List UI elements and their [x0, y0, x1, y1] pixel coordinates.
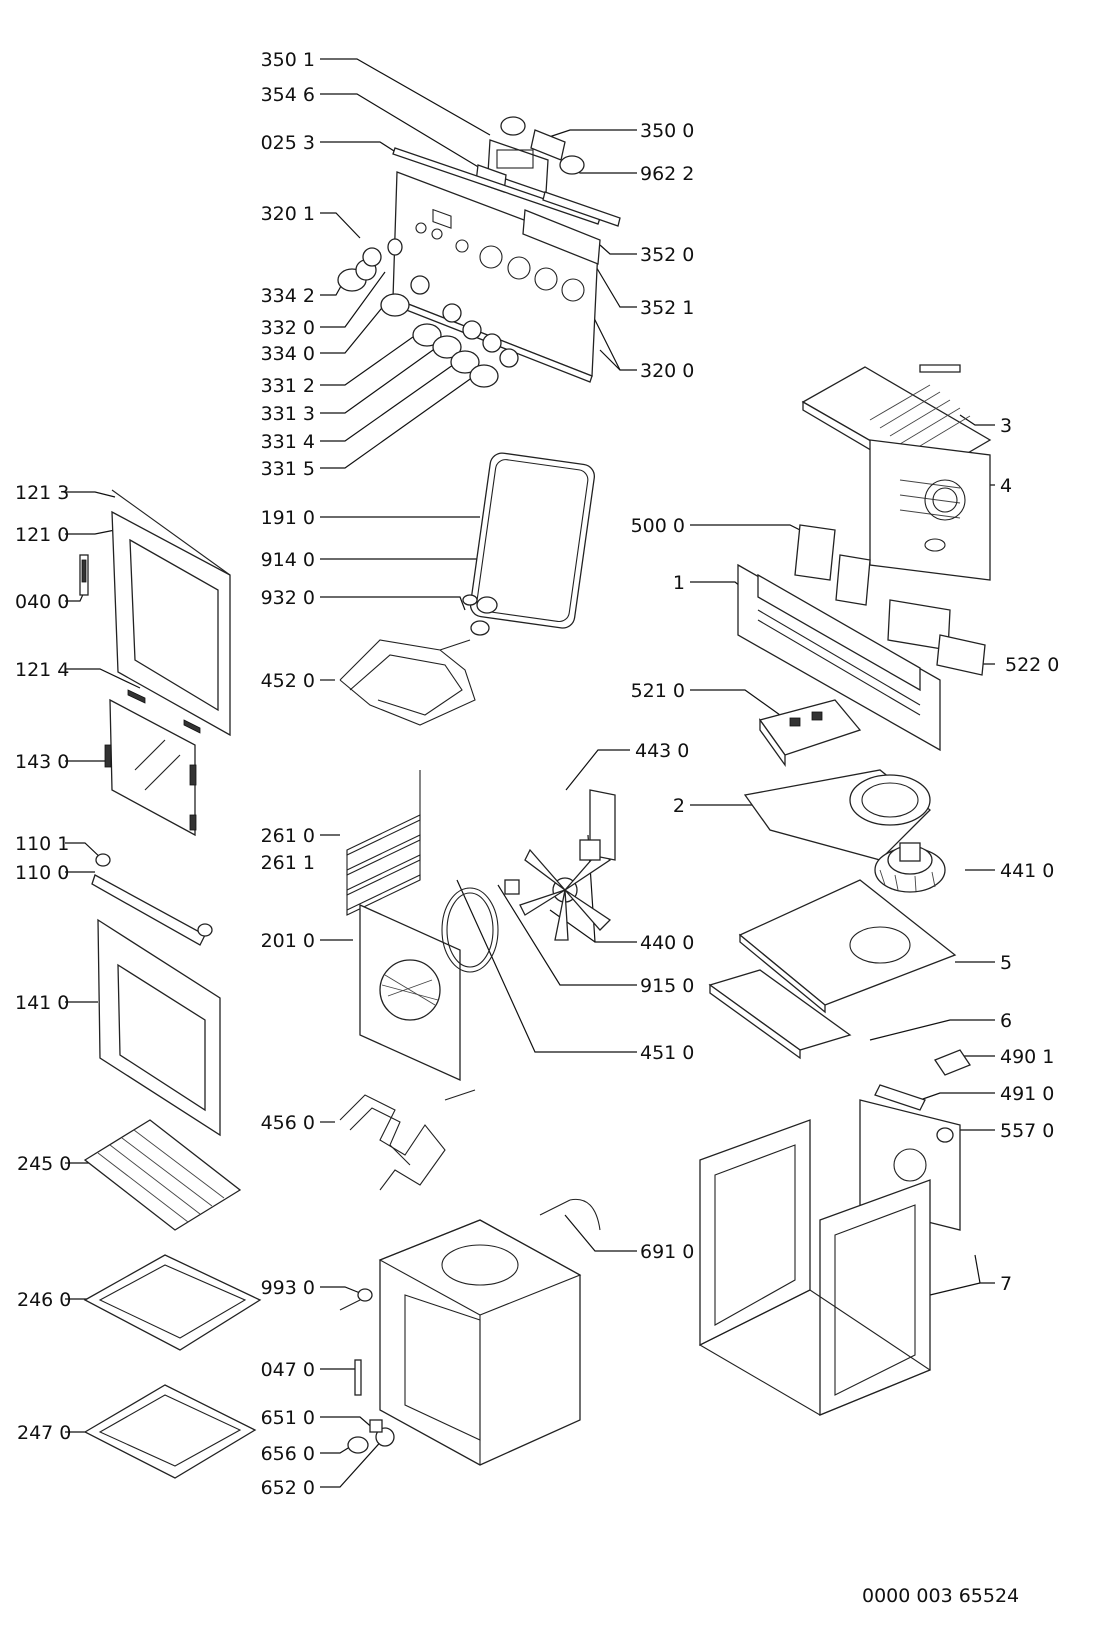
label-331-4: 331 4: [261, 431, 315, 453]
label-656-0: 656 0: [261, 1443, 315, 1465]
label-522-0: 522 0: [1005, 654, 1059, 676]
fan-cover: [359, 903, 461, 1082]
label-331-5: 331 5: [261, 458, 315, 480]
label-456-0: 456 0: [261, 1112, 315, 1134]
grill-element: [339, 639, 476, 726]
label-320-1: 320 1: [261, 203, 315, 225]
label-320-0: 320 0: [640, 360, 694, 382]
label-246-0: 246 0: [17, 1289, 71, 1311]
label-452-0: 452 0: [261, 670, 315, 692]
label-354-6: 354 6: [261, 84, 315, 106]
label-261-1: 261 1: [261, 852, 315, 874]
housing-sides: [698, 1119, 932, 1416]
panel-rail: [392, 147, 621, 265]
label-110-1: 110 1: [15, 833, 69, 855]
wire-shelf: [83, 1119, 242, 1231]
display-module: [475, 116, 585, 194]
frame-rail: [737, 563, 941, 752]
label-2: 2: [673, 795, 685, 817]
label-247-0: 247 0: [17, 1422, 71, 1444]
label-121-4: 121 4: [15, 659, 69, 681]
label-490-1: 490 1: [1000, 1046, 1054, 1068]
cooling-fan: [874, 842, 946, 893]
label-332-0: 332 0: [261, 317, 315, 339]
label-331-3: 331 3: [261, 403, 315, 425]
label-691-0: 691 0: [640, 1241, 694, 1263]
label-651-0: 651 0: [261, 1407, 315, 1429]
label-191-0: 191 0: [261, 507, 315, 529]
heater-spacers: [462, 594, 498, 636]
outer-door-glass: [97, 918, 221, 1137]
label-557-0: 557 0: [1000, 1120, 1054, 1142]
label-915-0: 915 0: [640, 975, 694, 997]
label-491-0: 491 0: [1000, 1083, 1054, 1105]
label-352-0: 352 0: [640, 244, 694, 266]
lower-element: [339, 1089, 476, 1191]
shelf-supports: [346, 770, 421, 916]
door-handle: [91, 853, 213, 946]
label-047-0: 047 0: [261, 1359, 315, 1381]
circular-element: [441, 887, 499, 973]
label-440-0: 440 0: [640, 932, 694, 954]
label-334-0: 334 0: [261, 343, 315, 365]
lamp-parts: [339, 1288, 395, 1454]
fan-duct: [743, 769, 931, 861]
label-932-0: 932 0: [261, 587, 315, 609]
footer-code: 0000 003 65524: [862, 1585, 1019, 1607]
door-seal: [469, 452, 595, 629]
fan-blade: [519, 848, 612, 941]
fan-nut: [504, 879, 520, 895]
label-350-0: 350 0: [640, 120, 694, 142]
label-143-0: 143 0: [15, 751, 69, 773]
inner-glass: [104, 698, 197, 837]
rear-panel: [869, 439, 991, 581]
label-7: 7: [1000, 1273, 1012, 1295]
label-914-0: 914 0: [261, 549, 315, 571]
front-trim: [708, 969, 852, 1060]
fan-motor: [579, 789, 616, 861]
door-frame: [111, 489, 231, 737]
drip-tray: [83, 1384, 257, 1479]
relay-board: [758, 699, 862, 768]
door-hinge: [79, 554, 89, 596]
label-334-2: 334 2: [261, 285, 315, 307]
electronic-boards: [794, 524, 986, 676]
part-labels: 350 1 354 6 025 3 320 1 334 2 332 0 334 …: [15, 49, 1059, 1607]
label-451-0: 451 0: [640, 1042, 694, 1064]
label-331-2: 331 2: [261, 375, 315, 397]
oven-cavity: [378, 1219, 582, 1466]
meat-probe: [539, 1198, 601, 1231]
label-201-0: 201 0: [261, 930, 315, 952]
label-521-0: 521 0: [631, 680, 685, 702]
label-350-1: 350 1: [261, 49, 315, 71]
label-245-0: 245 0: [17, 1153, 71, 1175]
label-962-2: 962 2: [640, 163, 694, 185]
label-1: 1: [673, 572, 685, 594]
label-121-0: 121 0: [15, 524, 69, 546]
terminal-block: [874, 1049, 971, 1111]
label-500-0: 500 0: [631, 515, 685, 537]
label-5: 5: [1000, 952, 1012, 974]
label-993-0: 993 0: [261, 1277, 315, 1299]
label-121-3: 121 3: [15, 482, 69, 504]
label-4: 4: [1000, 475, 1012, 497]
label-441-0: 441 0: [1000, 860, 1054, 882]
baking-tray: [83, 1254, 262, 1351]
label-6: 6: [1000, 1010, 1012, 1032]
control-knobs: [337, 238, 519, 388]
label-261-0: 261 0: [261, 825, 315, 847]
label-652-0: 652 0: [261, 1477, 315, 1499]
label-443-0: 443 0: [635, 740, 689, 762]
label-040-0: 040 0: [15, 591, 69, 613]
label-025-3: 025 3: [261, 132, 315, 154]
label-352-1: 352 1: [640, 297, 694, 319]
label-110-0: 110 0: [15, 862, 69, 884]
deflector-plate: [738, 879, 957, 1014]
label-141-0: 141 0: [15, 992, 69, 1014]
label-3: 3: [1000, 415, 1012, 437]
